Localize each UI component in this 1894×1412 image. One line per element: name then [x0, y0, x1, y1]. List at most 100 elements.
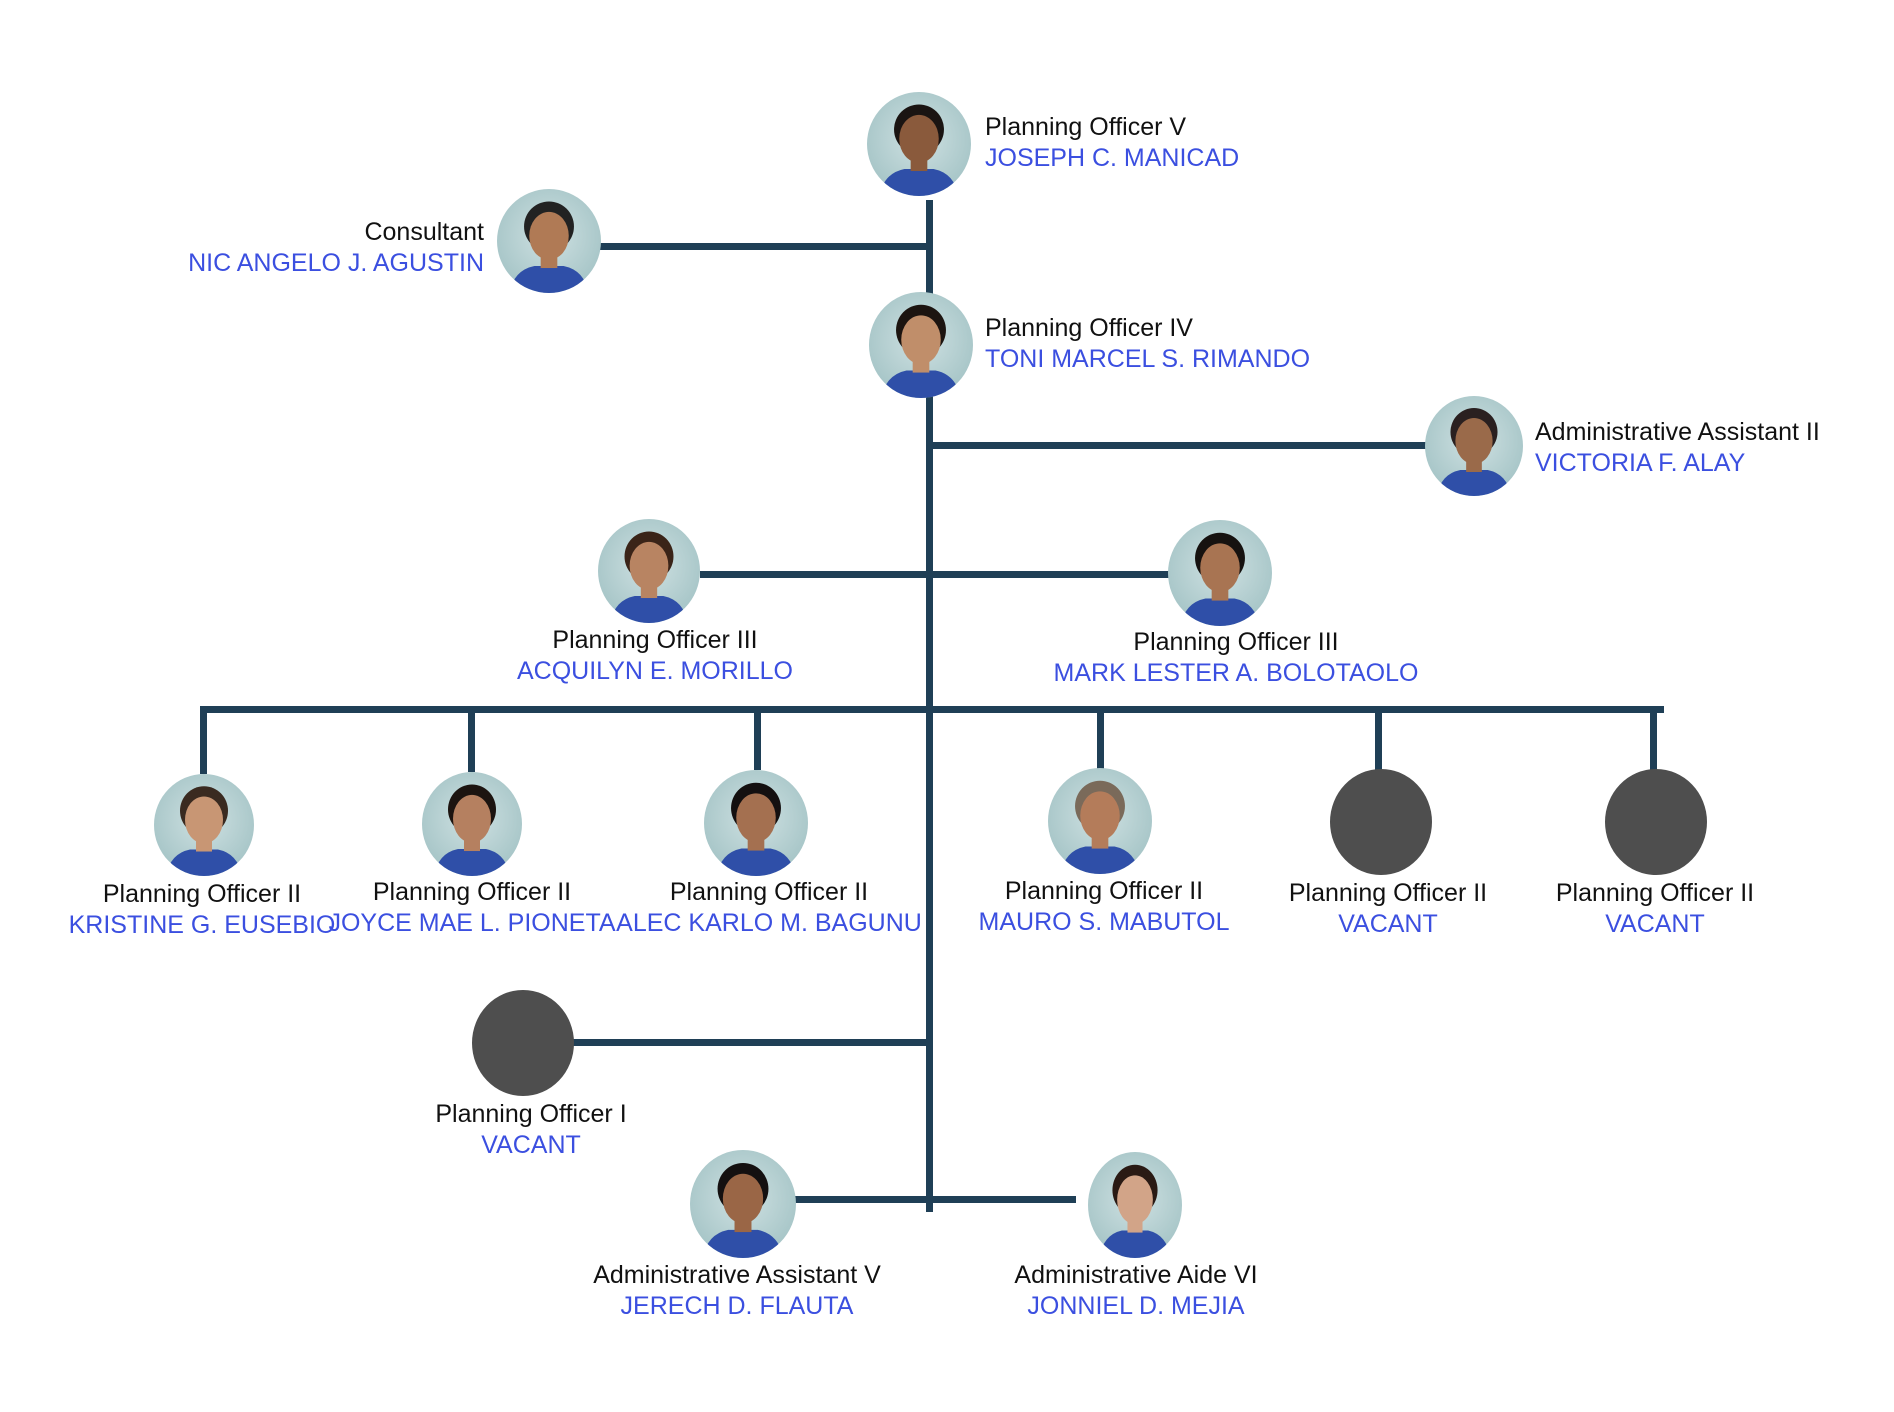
- person-name: MARK LESTER A. BOLOTAOLO: [1053, 659, 1419, 687]
- connector-planning-officer-i: [570, 1039, 933, 1046]
- label-aa5: Administrative Assistant V JERECH D. FLA…: [593, 1260, 881, 1322]
- label-po4: Planning Officer IV TONI MARCEL S. RIMAN…: [985, 313, 1310, 375]
- shirt-shape: [716, 848, 796, 876]
- face-shape: [629, 541, 669, 590]
- connector-drop-6: [1650, 706, 1657, 770]
- label-aa2: Administrative Assistant II VICTORIA F. …: [1535, 417, 1820, 479]
- person-name: JERECH D. FLAUTA: [620, 1292, 854, 1320]
- avatar-po2f: [1605, 769, 1707, 875]
- portrait-icon: [1180, 532, 1260, 626]
- label-po2e: Planning Officer II VACANT: [1289, 878, 1487, 940]
- connector-consultant: [596, 243, 933, 250]
- person-name: MAURO S. MABUTOL: [978, 908, 1230, 936]
- label-po2d: Planning Officer II MAURO S. MABUTOL: [979, 876, 1230, 938]
- avatar-po2d: [1048, 768, 1152, 874]
- label-po5: Planning Officer V JOSEPH C. MANICAD: [985, 112, 1239, 174]
- role-title: Administrative Aide VI: [1014, 1261, 1258, 1289]
- avatar-po2b: [422, 772, 522, 876]
- portrait-icon: [166, 786, 242, 876]
- portrait-icon: [702, 1162, 784, 1258]
- face-shape: [736, 793, 776, 843]
- person-name: VICTORIA F. ALAY: [1535, 449, 1746, 477]
- role-title: Planning Officer IV: [985, 314, 1193, 342]
- person-name: NIC ANGELO J. AGUSTIN: [188, 249, 484, 277]
- label-po3b: Planning Officer III MARK LESTER A. BOLO…: [1054, 627, 1419, 689]
- shirt-shape: [881, 370, 961, 398]
- person-name: ALEC KARLO M. BAGUNU: [616, 909, 922, 937]
- role-title: Administrative Assistant II: [1535, 418, 1820, 446]
- avatar-consultant: [497, 189, 601, 293]
- face-shape: [901, 315, 941, 365]
- label-consultant: Consultant NIC ANGELO J. AGUSTIN: [188, 217, 484, 279]
- role-title: Consultant: [364, 218, 484, 246]
- avatar-po4: [869, 292, 973, 398]
- role-title: Planning Officer III: [1133, 628, 1339, 656]
- role-title: Planning Officer III: [552, 626, 758, 654]
- face-shape: [185, 796, 223, 844]
- label-po2c: Planning Officer II ALEC KARLO M. BAGUNU: [616, 877, 922, 939]
- person-name: KRISTINE G. EUSEBIO: [68, 911, 336, 939]
- face-shape: [453, 794, 491, 843]
- role-title: Planning Officer II: [1555, 879, 1755, 907]
- shirt-shape: [610, 595, 688, 623]
- person-name: JOYCE MAE L. PIONETA: [328, 909, 616, 937]
- face-shape: [1200, 543, 1240, 593]
- portrait-icon: [1099, 1164, 1171, 1258]
- portrait-icon: [610, 531, 688, 623]
- avatar-aa5: [690, 1150, 796, 1258]
- shirt-shape: [166, 849, 242, 876]
- portrait-icon: [1436, 408, 1512, 496]
- portrait-icon: [716, 782, 796, 876]
- person-name: JONNIEL D. MEJIA: [1027, 1292, 1245, 1320]
- role-title: Planning Officer V: [985, 113, 1187, 141]
- person-name: VACANT: [481, 1131, 581, 1159]
- shirt-shape: [1099, 1230, 1171, 1258]
- connector-drop-4: [1097, 706, 1104, 770]
- connector-admin-staff: [792, 1196, 1076, 1203]
- shirt-shape: [702, 1229, 784, 1258]
- label-po2f: Planning Officer II VACANT: [1556, 878, 1754, 940]
- person-name: JOSEPH C. MANICAD: [985, 144, 1240, 172]
- connector-drop-1: [200, 706, 207, 774]
- role-title: Planning Officer II: [102, 880, 302, 908]
- person-name: VACANT: [1338, 910, 1438, 938]
- person-name: ACQUILYN E. MORILLO: [517, 657, 793, 685]
- connector-planning-officer-ii-bar: [200, 706, 1664, 713]
- role-title: Planning Officer II: [1288, 879, 1488, 907]
- face-shape: [899, 114, 939, 163]
- role-title: Administrative Assistant V: [593, 1261, 881, 1289]
- face-shape: [1117, 1175, 1153, 1225]
- role-title: Planning Officer II: [372, 878, 572, 906]
- label-po2a: Planning Officer II KRISTINE G. EUSEBIO: [69, 879, 336, 941]
- shirt-shape: [434, 848, 510, 876]
- avatar-po1: [472, 990, 574, 1096]
- face-shape: [1455, 418, 1493, 464]
- face-shape: [722, 1173, 764, 1224]
- avatar-po3b: [1168, 520, 1272, 626]
- shirt-shape: [879, 168, 959, 196]
- connector-drop-3: [754, 706, 761, 770]
- label-aide6: Administrative Aide VI JONNIEL D. MEJIA: [1014, 1260, 1257, 1322]
- person-name: TONI MARCEL S. RIMANDO: [985, 345, 1311, 373]
- avatar-po2e: [1330, 769, 1432, 875]
- avatar-aa2: [1425, 396, 1523, 496]
- connector-drop-5: [1375, 706, 1382, 770]
- portrait-icon: [1060, 780, 1140, 874]
- avatar-po2a: [154, 774, 254, 876]
- connector-drop-2: [468, 706, 475, 772]
- shirt-shape: [1180, 598, 1260, 626]
- avatar-po2c: [704, 770, 808, 876]
- label-po1: Planning Officer I VACANT: [435, 1099, 626, 1161]
- shirt-shape: [1436, 470, 1512, 496]
- shirt-shape: [1060, 846, 1140, 874]
- face-shape: [1080, 791, 1120, 841]
- connector-admin-assistant-ii: [926, 442, 1431, 449]
- label-po2b: Planning Officer II JOYCE MAE L. PIONETA: [328, 877, 615, 939]
- avatar-po5: [867, 92, 971, 196]
- portrait-icon: [434, 784, 510, 876]
- role-title: Planning Officer I: [435, 1100, 627, 1128]
- role-title: Planning Officer II: [669, 878, 869, 906]
- portrait-icon: [881, 304, 961, 398]
- label-po3a: Planning Officer III ACQUILYN E. MORILLO: [517, 625, 793, 687]
